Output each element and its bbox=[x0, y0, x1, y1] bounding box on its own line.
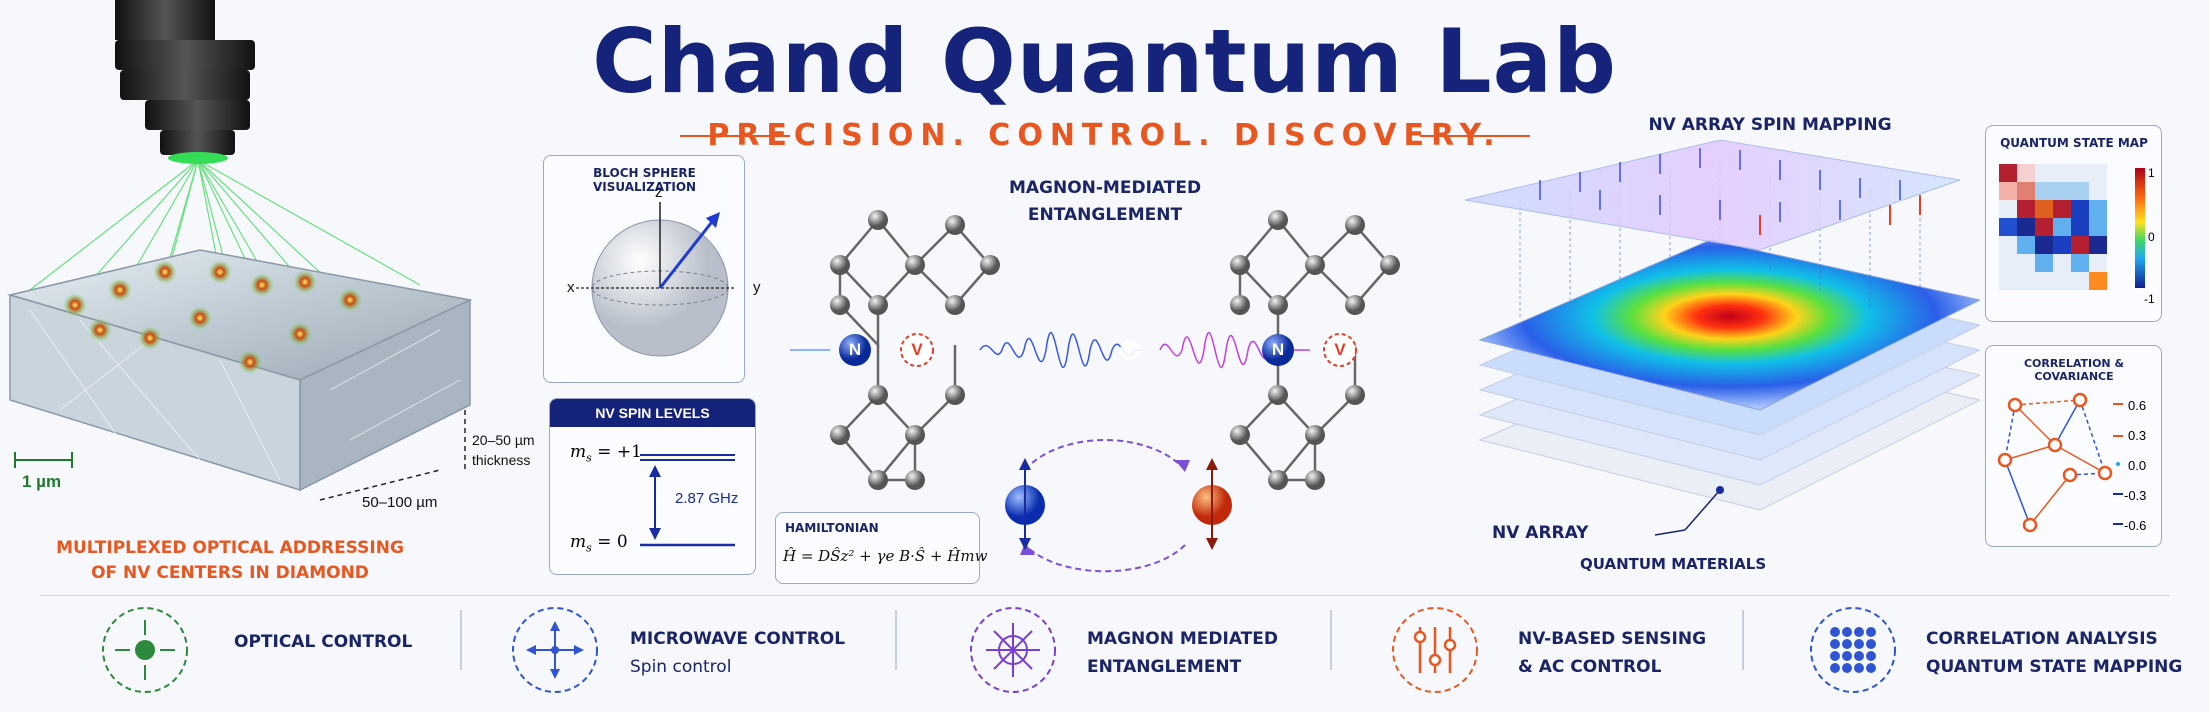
level-gap: 2.87 GHz bbox=[675, 490, 739, 507]
feature-magnon-title: MAGNON MEDIATED bbox=[1087, 629, 1278, 649]
spin-levels-header bbox=[550, 399, 755, 427]
level-lower: ms = 0 bbox=[570, 532, 628, 555]
magnon-title-2: ENTANGLEMENT bbox=[1027, 205, 1183, 225]
bloch-sphere-icon bbox=[576, 202, 735, 357]
magnon-entanglement-diagram bbox=[790, 210, 1400, 490]
feature-correlation bbox=[1808, 605, 1898, 700]
spin-arrows bbox=[1539, 148, 1901, 222]
cb-min: -1 bbox=[2144, 292, 2155, 306]
n-label-right: N bbox=[1271, 340, 1285, 359]
v-label-right: V bbox=[1334, 340, 1346, 359]
diamond-illustration bbox=[7, 0, 473, 501]
corr-legend-0: 0.6 bbox=[2128, 398, 2147, 413]
feature-divider-3 bbox=[1330, 610, 1332, 670]
bloch-title: BLOCH SPHERE VISUALIZATION bbox=[592, 166, 697, 194]
magnon-entanglement-icon bbox=[970, 607, 1056, 693]
correlation-title: CORRELATION & COVARIANCE bbox=[2023, 357, 2125, 383]
bloch-axis-z: z bbox=[655, 184, 663, 201]
feature-microwave bbox=[510, 605, 600, 700]
feature-correlation-sub: QUANTUM STATE MAPPING bbox=[1926, 657, 2183, 677]
feature-microwave-sub: Spin control bbox=[630, 657, 732, 677]
nv-centers bbox=[63, 260, 362, 374]
state-map-heatmap bbox=[1999, 164, 2145, 290]
scale-bar-label: 1 µm bbox=[22, 472, 62, 491]
cb-mid: 0 bbox=[2148, 230, 2155, 244]
diamond-side-face bbox=[299, 298, 471, 492]
nv-array-illustration bbox=[1464, 140, 1980, 536]
right-lattice bbox=[1230, 210, 1400, 490]
left-lattice-atoms bbox=[830, 210, 1000, 490]
hamiltonian-formula: Ĥ = DŜz² + γe B·Ŝ + Ĥmw bbox=[783, 547, 988, 565]
corr-legend-3: -0.3 bbox=[2124, 488, 2147, 503]
hamiltonian-panel bbox=[775, 512, 980, 584]
bloch-axis-y: y bbox=[753, 279, 761, 296]
bloch-axis-x: x bbox=[567, 279, 575, 296]
entangled-spins-icon bbox=[1005, 439, 1232, 573]
level-upper: ms = +1 bbox=[570, 442, 642, 465]
feature-correlation-title: CORRELATION ANALYSIS bbox=[1926, 629, 2158, 649]
diamond-caption-2: OF NV CENTERS IN DIAMOND bbox=[91, 563, 369, 583]
feature-divider-4 bbox=[1742, 610, 1744, 670]
strip-divider bbox=[40, 595, 2170, 596]
correlation-panel bbox=[1985, 345, 2162, 547]
feature-sensing bbox=[1390, 605, 1480, 700]
nitrogen-atom-left bbox=[839, 334, 871, 366]
array-title: NV ARRAY SPIN MAPPING bbox=[1648, 115, 1892, 135]
feature-microwave-title: MICROWAVE CONTROL bbox=[630, 629, 846, 649]
spin-level-diagram bbox=[640, 454, 735, 547]
n-label-left: N bbox=[848, 340, 862, 359]
thickness-label: thickness bbox=[472, 452, 531, 468]
microscope-objective-icon bbox=[115, 0, 255, 164]
feature-divider-1 bbox=[460, 610, 462, 670]
magnon-title-1: MAGNON-MEDIATED bbox=[1008, 178, 1202, 198]
spin-levels-title: NV SPIN LEVELS bbox=[595, 405, 710, 421]
optical-control-icon bbox=[102, 607, 188, 693]
width-value: 50–100 µm bbox=[362, 494, 438, 511]
tagline-rule-left bbox=[680, 135, 790, 137]
corr-legend-2: 0.0 bbox=[2128, 458, 2147, 473]
hamiltonian-title: HAMILTONIAN bbox=[785, 521, 879, 535]
correlation-grid-icon bbox=[1810, 607, 1896, 693]
feature-optical bbox=[100, 605, 190, 700]
vacancy-left bbox=[900, 333, 934, 367]
feature-divider-2 bbox=[895, 610, 897, 670]
cb-max: 1 bbox=[2148, 166, 2155, 180]
microwave-control-icon bbox=[512, 607, 598, 693]
magnon-wave bbox=[790, 332, 1310, 368]
nv-array-label: NV ARRAY bbox=[1492, 523, 1589, 543]
v-label-left: V bbox=[911, 340, 923, 359]
page-title: Chand Quantum Lab bbox=[592, 10, 1617, 113]
tagline: PRECISION. CONTROL. DISCOVERY. bbox=[707, 118, 1502, 153]
feature-optical-title: OPTICAL CONTROL bbox=[234, 632, 413, 652]
feature-magnon-sub: ENTANGLEMENT bbox=[1087, 657, 1242, 677]
corr-legend-4: -0.6 bbox=[2124, 518, 2147, 533]
scale-bar-icon bbox=[14, 452, 73, 468]
thickness-value: 20–50 µm bbox=[472, 432, 535, 448]
feature-sensing-title: NV-BASED SENSING bbox=[1518, 629, 1707, 649]
corr-legend-1: 0.3 bbox=[2128, 428, 2147, 443]
sensing-sliders-icon bbox=[1392, 607, 1478, 693]
state-map-title: QUANTUM STATE MAP bbox=[2000, 136, 2148, 150]
feature-sensing-sub: & AC CONTROL bbox=[1518, 657, 1662, 677]
dimension-arrows bbox=[319, 410, 466, 501]
correlation-network-icon bbox=[1997, 392, 2123, 533]
feature-magnon bbox=[968, 605, 1058, 700]
diamond-caption-1: MULTIPLEXED OPTICAL ADDRESSING bbox=[56, 538, 404, 558]
tagline-rule-right bbox=[1420, 135, 1530, 137]
quantum-materials-label: QUANTUM MATERIALS bbox=[1580, 555, 1767, 573]
